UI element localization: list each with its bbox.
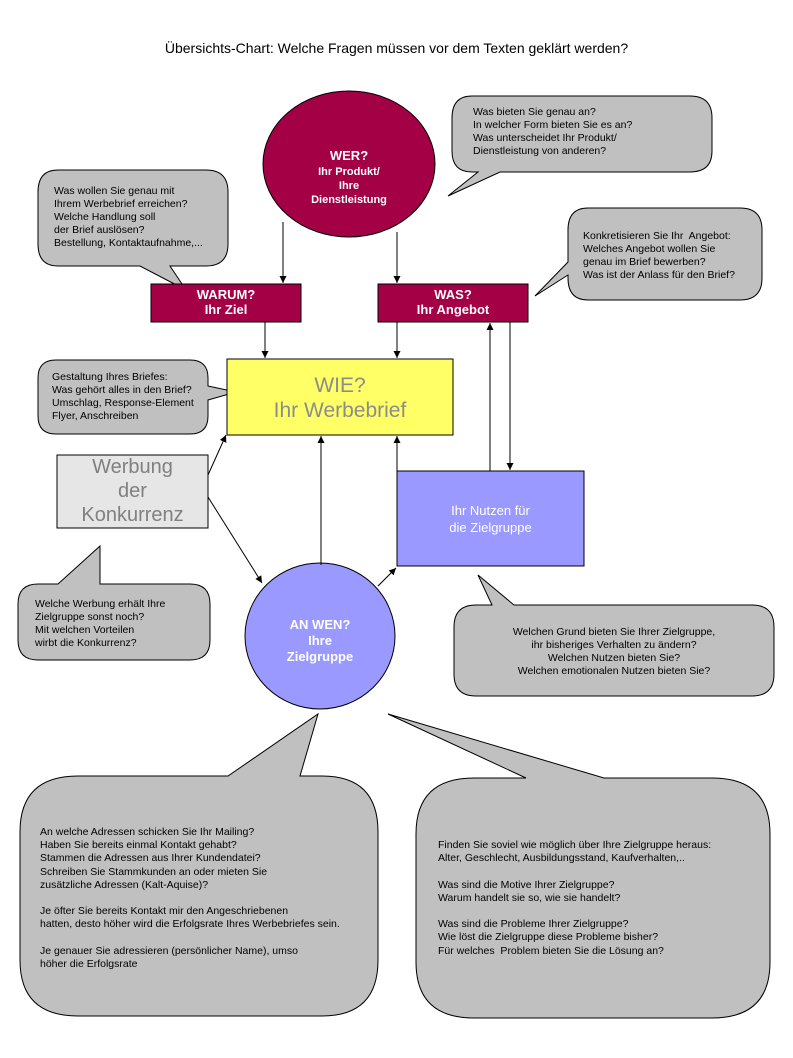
wie-box [226, 358, 454, 436]
bubble-welchen-grund-shape [453, 574, 775, 697]
bubble-finden-text: Finden Sie soviel wie möglich über Ihre … [438, 839, 712, 957]
wer-sublabel: Ihr Produkt/ Ihre Dienstleistung [311, 166, 387, 206]
bubble-konkretisieren-text: Konkretisieren Sie Ihr Angebot: Welches … [583, 230, 735, 281]
warum-box [150, 283, 302, 323]
bubble-was-bieten-text: Was bieten Sie genau an? In welcher Form… [473, 106, 633, 157]
anwen-circle [244, 562, 396, 710]
nutzen-label: Ihr Nutzen für die Zielgruppe [449, 503, 532, 535]
konkurrenz-label: Werbung der Konkurrenz [81, 456, 184, 526]
konkurrenz-box [56, 454, 209, 529]
wer-circle [262, 90, 436, 238]
bubble-welche-werbung-shape [17, 544, 211, 661]
bubble-finden-shape [387, 713, 771, 1019]
bubble-adressen-text: An welche Adressen schicken Sie Ihr Mail… [40, 826, 340, 971]
nutzen-box [396, 470, 585, 567]
bubble-konkretisieren-shape [534, 207, 763, 301]
bubble-was-bieten-shape [447, 95, 713, 197]
bubble-adressen-shape [19, 712, 379, 1017]
arrow-konkurrenz-anwen [207, 496, 263, 584]
bubble-was-wollen-text: Was wollen Sie genau mit Ihrem Werbebrie… [54, 185, 203, 249]
wie-label: WIE? Ihr Werbebrief [273, 374, 407, 422]
bubble-was-wollen-shape [37, 169, 229, 291]
bubble-gestaltung-text: Gestaltung Ihres Briefes: Was gehört all… [52, 371, 194, 422]
arrow-konkurrenz-wie [207, 434, 227, 476]
warum-label: WARUM? Ihr Ziel [196, 287, 256, 317]
bubble-gestaltung-shape [37, 359, 237, 435]
bubble-welche-werbung-text: Welche Werbung erhält Ihre Zielgruppe so… [35, 598, 166, 649]
wer-label: WER? [329, 148, 369, 163]
was-label: WAS? Ihr Angebot [416, 287, 490, 317]
arrow-anwen-nutzen [377, 567, 397, 587]
page-title: Übersichts-Chart: Welche Fragen müssen v… [164, 40, 629, 56]
bubble-welchen-grund-text: Welchen Grund bieten Sie Ihrer Zielgrupp… [512, 626, 716, 677]
anwen-label: AN WEN? Ihre Zielgruppe [286, 617, 354, 664]
was-box [377, 283, 529, 323]
